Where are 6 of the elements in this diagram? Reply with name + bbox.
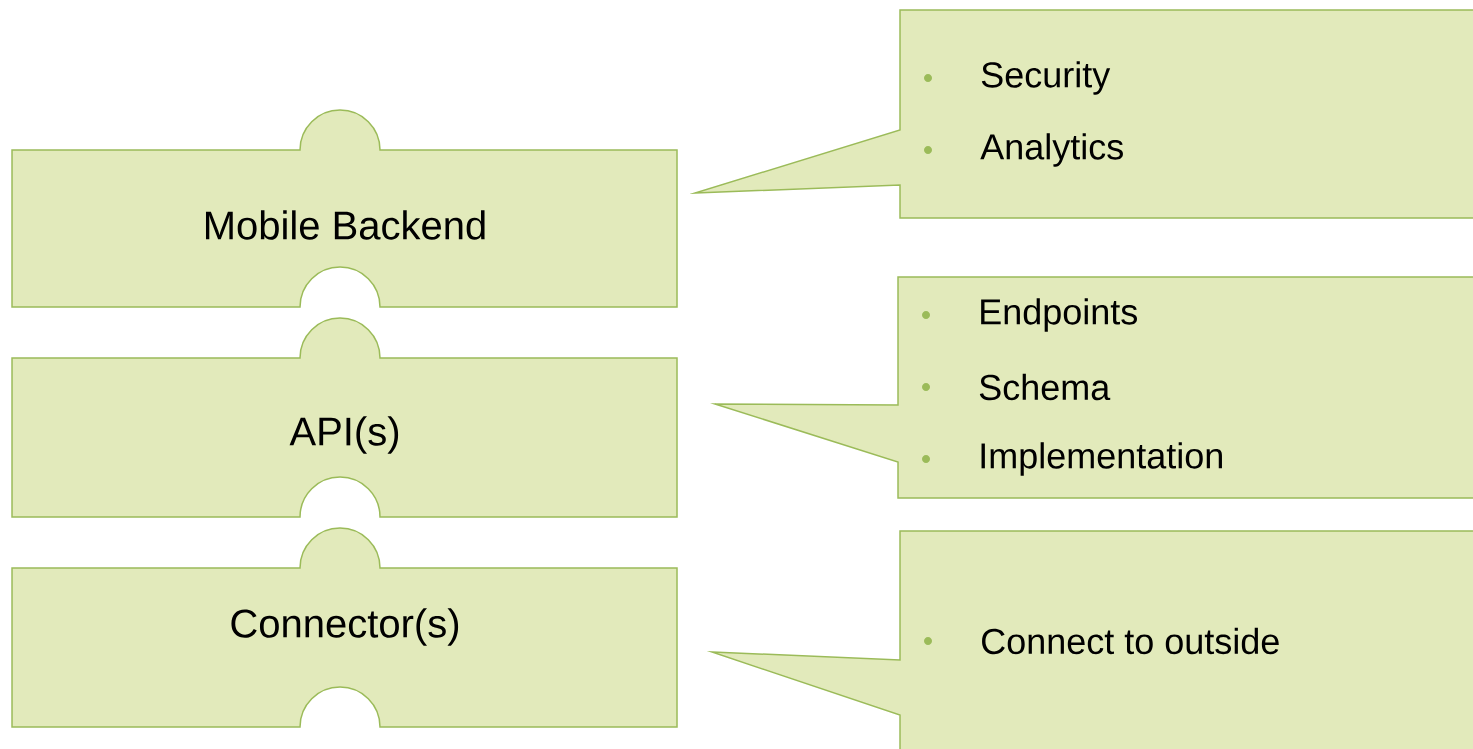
callout-box: Endpoints Schema Implementation: [710, 276, 1473, 499]
puzzle-piece: Connector(s): [11, 527, 678, 728]
puzzle-piece: Mobile Backend: [11, 109, 678, 308]
puzzle-piece: API(s): [11, 317, 678, 518]
callout-box: Connect to outside: [706, 530, 1473, 749]
callout-box: Security Analytics: [689, 9, 1473, 219]
